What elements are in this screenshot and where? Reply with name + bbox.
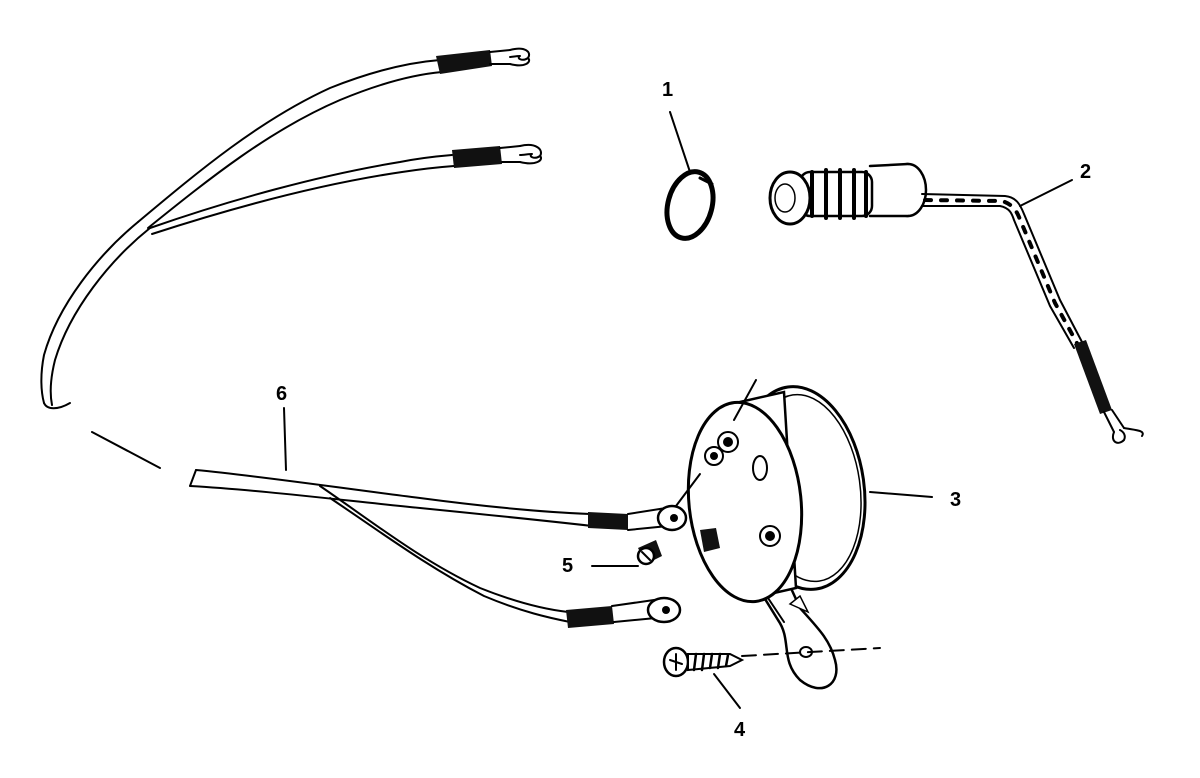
callout-1: 1 — [662, 79, 673, 101]
upper-lead-terminal — [436, 47, 530, 74]
leader-line-1 — [669, 111, 691, 173]
terminal-jumper-line — [675, 473, 701, 507]
callout-3: 3 — [950, 489, 961, 511]
callout-6: 6 — [276, 383, 287, 405]
leader-line-2 — [1019, 179, 1073, 207]
callout-2: 2 — [1080, 161, 1091, 183]
retaining-ring — [664, 169, 716, 241]
lower-wire-harness — [189, 469, 688, 628]
leader-line-4 — [713, 673, 741, 709]
screw-alignment-line — [741, 647, 881, 657]
leader-line-top — [733, 379, 757, 421]
callout-5: 5 — [562, 555, 573, 577]
sending-unit — [686, 385, 881, 690]
continuation-line — [91, 431, 161, 469]
upper-wire-harness — [40, 59, 455, 410]
leader-line-3 — [869, 491, 933, 498]
leader-line-6 — [283, 407, 287, 471]
terminal-screw — [636, 540, 662, 566]
callout-4: 4 — [734, 719, 746, 741]
mounting-screw — [662, 646, 745, 678]
sender-bulb — [768, 162, 1144, 444]
lower-lead-terminal — [452, 144, 542, 168]
